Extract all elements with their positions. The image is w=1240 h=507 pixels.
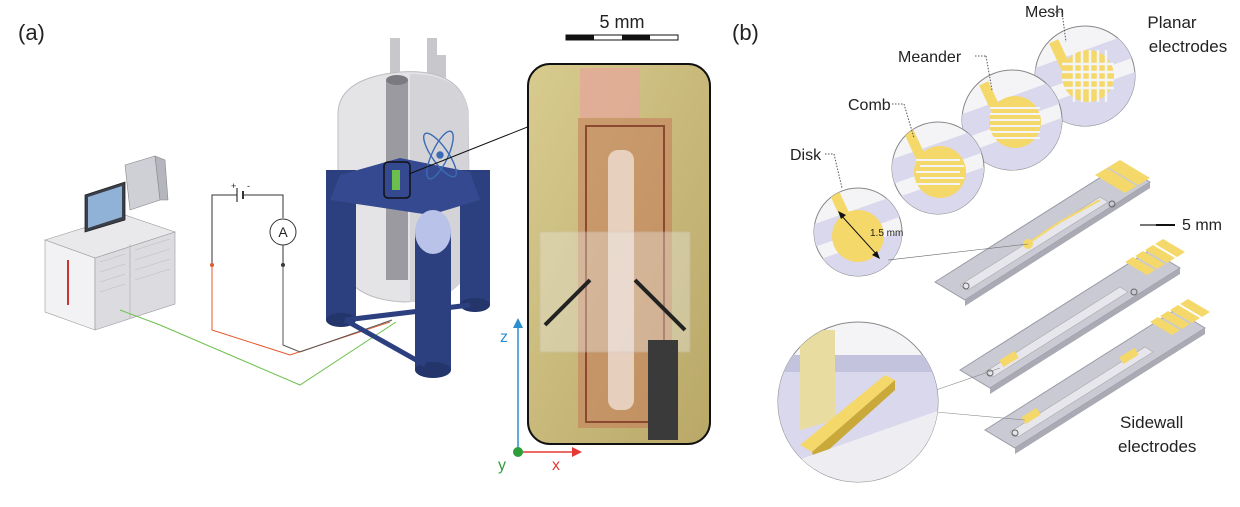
chip-photo bbox=[527, 63, 711, 445]
coordinate-axes: z y x bbox=[498, 318, 582, 474]
nmr-magnet bbox=[326, 38, 490, 378]
electrode-disk-label: Disk bbox=[790, 147, 822, 164]
battery-minus: - bbox=[247, 181, 250, 191]
sidewall-zoom-circle bbox=[777, 321, 939, 483]
planar-title-2: electrodes bbox=[1149, 37, 1227, 56]
planar-chip bbox=[934, 160, 1151, 306]
disk-dimension: 1.5 mm bbox=[870, 228, 903, 239]
electrode-mesh-label: Mesh bbox=[1025, 4, 1064, 21]
sidewall-chip-2 bbox=[984, 299, 1210, 454]
spectrometer-console bbox=[44, 155, 176, 331]
scale-bar-b: 5 mm bbox=[1140, 217, 1222, 234]
meander-zoom-circle bbox=[961, 69, 1063, 171]
battery-plus: + bbox=[231, 181, 236, 191]
scale-bar-a-label: 5 mm bbox=[600, 12, 645, 32]
electrode-meander-label: Meander bbox=[898, 49, 962, 66]
ammeter-label: A bbox=[278, 224, 288, 240]
sample-zoom-box bbox=[383, 161, 411, 199]
disk-zoom-circle bbox=[813, 187, 903, 277]
circuit: + - A bbox=[119, 181, 397, 386]
electrode-comb-label: Comb bbox=[848, 97, 891, 114]
scale-bar-a: 5 mm bbox=[565, 12, 679, 41]
planar-title-1: Planar bbox=[1147, 13, 1196, 32]
sidewall-title-2: electrodes bbox=[1118, 437, 1196, 456]
comb-zoom-circle bbox=[891, 121, 985, 215]
panel-b-label: (b) bbox=[732, 20, 759, 45]
axis-x-label: x bbox=[552, 457, 560, 474]
sidewall-title-1: Sidewall bbox=[1120, 413, 1183, 432]
axis-z-label: z bbox=[500, 329, 508, 346]
axis-y-label: y bbox=[498, 457, 506, 474]
scale-bar-b-label: 5 mm bbox=[1182, 217, 1222, 234]
sidewall-chip-1 bbox=[959, 239, 1185, 394]
computer-tower-icon bbox=[124, 155, 161, 211]
panel-a-label: (a) bbox=[18, 20, 45, 45]
